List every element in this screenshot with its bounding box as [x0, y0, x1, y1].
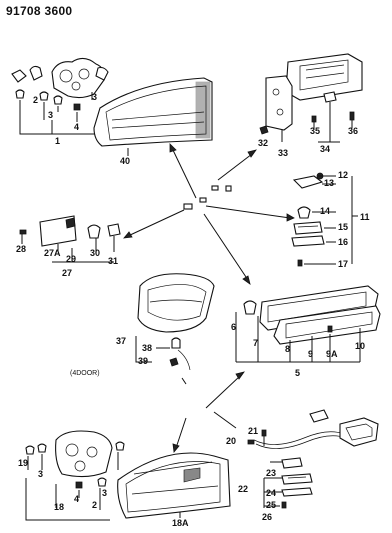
- rear-lamp-4door-group: [135, 273, 215, 371]
- callout-18: 18: [54, 502, 64, 512]
- callout-22: 22: [238, 484, 248, 494]
- front-turn-lamp-group: [235, 285, 381, 363]
- callout-6: 6: [231, 322, 236, 332]
- callout-7: 7: [253, 338, 258, 348]
- vehicle-reference-marks: [183, 185, 232, 210]
- callout-2: 2: [92, 500, 97, 510]
- callout-9a: 9A: [326, 349, 338, 359]
- callout-33: 33: [278, 148, 288, 158]
- license-harness-group: [247, 409, 379, 509]
- callout-3: 3: [92, 92, 97, 102]
- callout-28: 28: [16, 244, 26, 254]
- callout-12: 12: [338, 170, 348, 180]
- callout-27: 27: [62, 268, 72, 278]
- callout-37: 37: [116, 336, 126, 346]
- headlamp-socket-group: [11, 57, 109, 135]
- callout-23: 23: [266, 468, 276, 478]
- callout-5: 5: [295, 368, 300, 378]
- callout-20: 20: [226, 436, 236, 446]
- callout-26: 26: [262, 512, 272, 522]
- callout-4: 4: [74, 494, 79, 504]
- callout-25: 25: [266, 500, 276, 510]
- callout-17: 17: [338, 259, 348, 269]
- four-door-note: (4DOOR): [70, 370, 100, 377]
- callout-39: 39: [138, 356, 148, 366]
- callout-30: 30: [90, 248, 100, 258]
- callout-29: 29: [66, 254, 76, 264]
- callout-14: 14: [320, 206, 330, 216]
- callout-15: 15: [338, 222, 348, 232]
- fog-lamp-group: [259, 53, 363, 143]
- rear-lamp-socket-group: [25, 430, 125, 521]
- callout-38: 38: [142, 343, 152, 353]
- callout-4: 4: [74, 122, 79, 132]
- callout-13: 13: [324, 178, 334, 188]
- callout-1: 1: [55, 136, 60, 146]
- callout-3: 3: [48, 110, 53, 120]
- document-number: 91708 3600: [6, 4, 73, 18]
- callout-10: 10: [355, 341, 365, 351]
- callout-16: 16: [338, 237, 348, 247]
- callout-9: 9: [308, 349, 313, 359]
- callout-35: 35: [310, 126, 320, 136]
- callout-40: 40: [120, 156, 130, 166]
- callout-36: 36: [348, 126, 358, 136]
- callout-24: 24: [266, 488, 276, 498]
- callout-32: 32: [258, 138, 268, 148]
- callout-34: 34: [320, 144, 330, 154]
- callout-8: 8: [285, 344, 290, 354]
- callout-18a: 18A: [172, 518, 189, 528]
- headlamp-assembly: [93, 77, 213, 156]
- license-lamp-group: [291, 172, 358, 267]
- callout-2: 2: [33, 95, 38, 105]
- callout-labels: 2 3 3 4 1 40 32 33 35 34 36 12 13 14 15 …: [16, 92, 370, 528]
- callout-3: 3: [38, 469, 43, 479]
- side-marker-group: [19, 215, 121, 263]
- callout-19: 19: [18, 458, 28, 468]
- callout-27a: 27A: [44, 248, 61, 258]
- rear-lamp-lens: [117, 452, 231, 519]
- callout-21: 21: [248, 426, 258, 436]
- callout-31: 31: [108, 256, 118, 266]
- pointer-arrows: [123, 143, 295, 453]
- callout-3: 3: [102, 488, 107, 498]
- callout-11: 11: [360, 212, 370, 222]
